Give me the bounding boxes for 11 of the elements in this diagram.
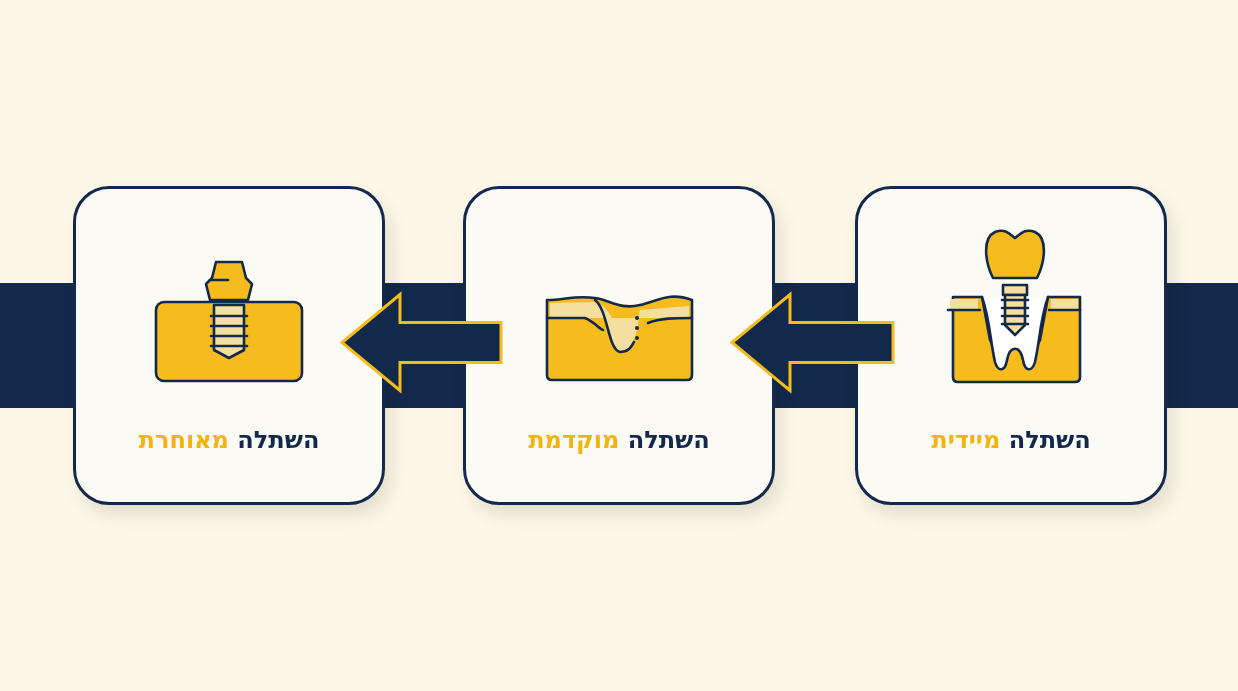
arrow [339, 291, 503, 394]
arrow [729, 291, 895, 394]
step-word: השתלה [237, 426, 320, 454]
step-word: השתלה [1008, 426, 1091, 454]
step-qualifier: מוקדמת [528, 426, 620, 454]
step-qualifier: מאוחרת [138, 426, 229, 454]
step-word: השתלה [627, 426, 710, 454]
step-card [73, 186, 385, 505]
step-qualifier: מיידית [931, 426, 1001, 454]
step-card [463, 186, 775, 505]
step-card [855, 186, 1167, 505]
